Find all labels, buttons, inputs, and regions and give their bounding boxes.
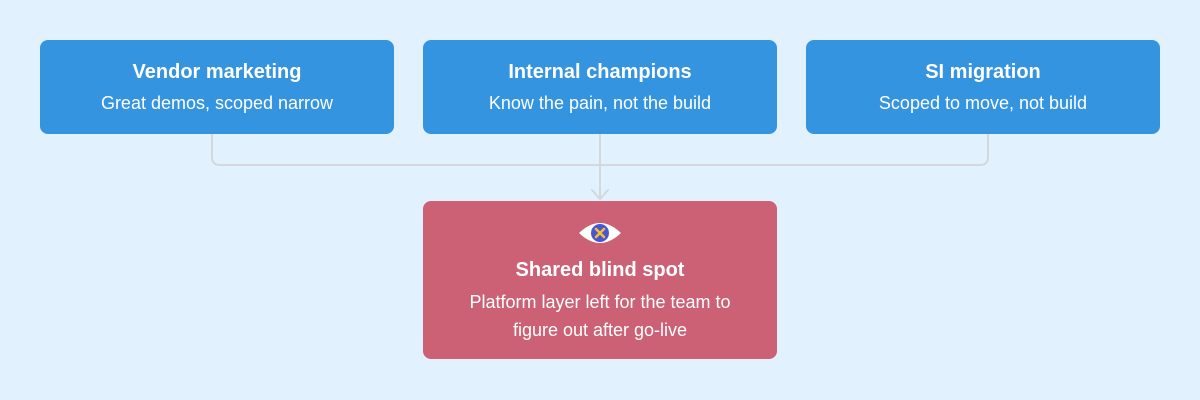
connector-left <box>211 134 600 166</box>
node-internal-champions: Internal champions Know the pain, not th… <box>423 40 777 134</box>
node-title: Internal champions <box>508 61 692 83</box>
node-subtitle: Scoped to move, not build <box>878 93 1088 113</box>
node-title: SI migration <box>925 61 1041 83</box>
eye-with-x-icon <box>579 223 621 243</box>
node-subtitle: Great demos, scoped narrow <box>100 93 334 113</box>
node-title: Vendor marketing <box>132 61 302 83</box>
result-title: Shared blind spot <box>515 259 685 281</box>
result-subtitle-line2: figure out after go-live <box>512 320 688 340</box>
node-subtitle: Know the pain, not the build <box>488 93 712 113</box>
result-shared-blind-spot: Shared blind spot Platform layer left fo… <box>423 201 777 359</box>
result-subtitle: Platform layer left for the team to figu… <box>423 288 777 344</box>
node-si-migration: SI migration Scoped to move, not build <box>806 40 1160 134</box>
arrowhead <box>591 189 609 200</box>
result-subtitle-line1: Platform layer left for the team to <box>469 292 731 312</box>
connector-right <box>600 134 989 166</box>
node-vendor-marketing: Vendor marketing Great demos, scoped nar… <box>40 40 394 134</box>
